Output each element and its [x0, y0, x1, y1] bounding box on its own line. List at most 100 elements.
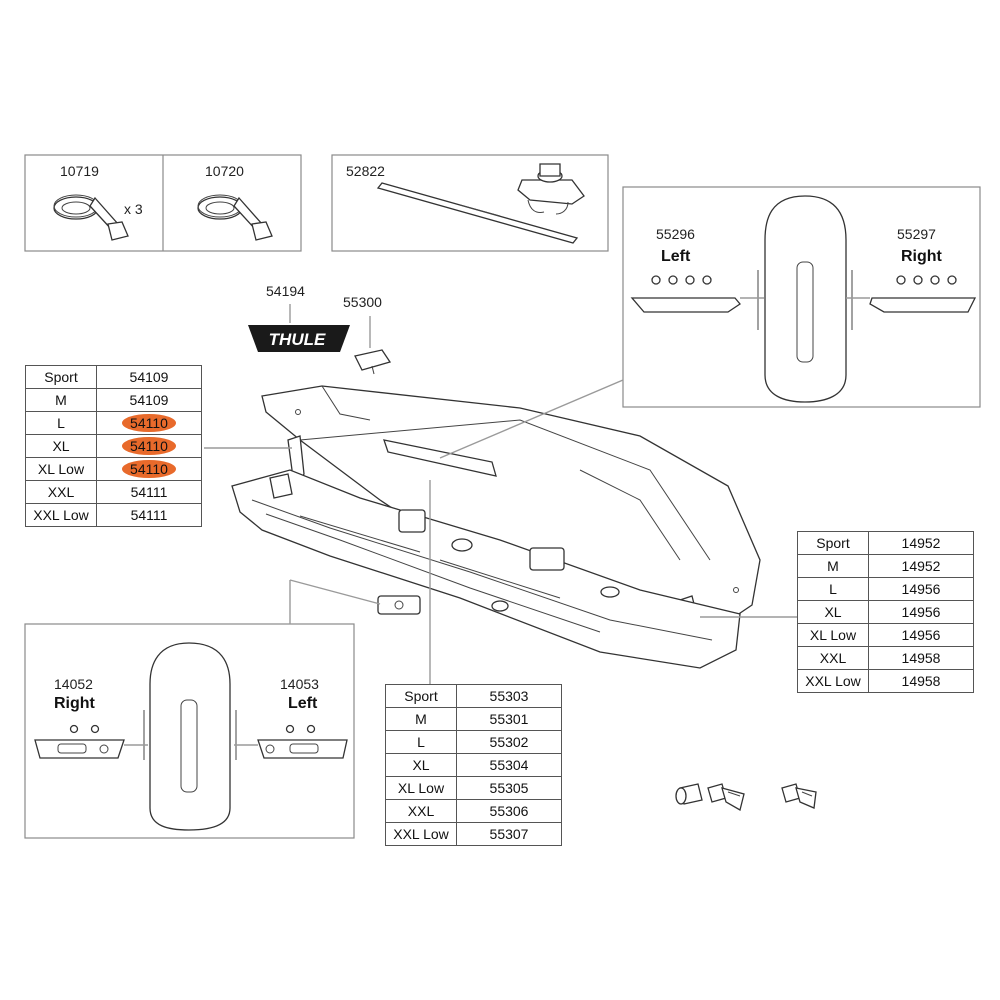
- clip-icon: [354, 349, 392, 375]
- size-cell: Sport: [385, 684, 457, 708]
- thule-logo-part: THULE: [248, 325, 350, 352]
- size-cell: XL Low: [25, 457, 97, 481]
- part-number-cell: 14958: [868, 669, 974, 693]
- size-cell: XL: [25, 434, 97, 458]
- parts-table-row: XL Low 54110: [25, 457, 202, 481]
- highlighted-part-number-cell: 54110: [96, 411, 202, 435]
- part-number-cell: 14956: [868, 623, 974, 647]
- spare-key-icon: [781, 783, 817, 809]
- size-cell: XXL: [25, 480, 97, 504]
- trim-right-side: Right: [901, 248, 943, 265]
- end-cap-right-icon: [34, 739, 148, 759]
- size-cell: XXL: [797, 646, 869, 670]
- part-number-cell: 55305: [456, 776, 562, 800]
- part-number-cell: 54111: [96, 480, 202, 504]
- end-cap-screws-right-icon: [69, 724, 100, 734]
- part-number-cell: 55307: [456, 822, 562, 846]
- size-cell: XL Low: [797, 623, 869, 647]
- strap-a-number: 10719: [60, 163, 99, 179]
- end-cap-left-icon: [234, 739, 348, 759]
- size-cell: XL: [797, 600, 869, 624]
- size-cell: M: [385, 707, 457, 731]
- trim-left-number: 55296: [656, 226, 695, 242]
- part-number-cell: 55301: [456, 707, 562, 731]
- part-number-cell: 14958: [868, 646, 974, 670]
- size-cell: XXL: [385, 799, 457, 823]
- end-cap-right-side: Right: [54, 695, 96, 712]
- screws-right-icon: [896, 275, 957, 285]
- highlight-marker: 54110: [122, 460, 176, 478]
- size-cell: L: [385, 730, 457, 754]
- part-number-cell: 14952: [868, 554, 974, 578]
- part-number-cell: 14952: [868, 531, 974, 555]
- strap-b-number: 10720: [205, 163, 244, 179]
- end-cap-screws-left-icon: [285, 724, 316, 734]
- part-number-cell: 55302: [456, 730, 562, 754]
- part-number-cell: 14956: [868, 600, 974, 624]
- trim-left-side: Left: [661, 248, 691, 265]
- thule-logo-text: THULE: [269, 330, 326, 349]
- roof-box-main-illustration: [231, 385, 761, 669]
- part-number-cell: 14956: [868, 577, 974, 601]
- top-inset-leader: [439, 379, 624, 459]
- highlight-marker: 54110: [122, 414, 176, 432]
- screws-left-icon: [651, 275, 712, 285]
- roof-box-top-view-icon: [757, 195, 853, 403]
- size-cell: M: [25, 388, 97, 412]
- trim-left-icon: [630, 297, 764, 313]
- logo-part-number: 54194: [266, 283, 305, 299]
- size-cell: L: [25, 411, 97, 435]
- endcap-inset-leader-2: [289, 579, 381, 605]
- size-cell: XXL Low: [797, 669, 869, 693]
- size-cell: XL: [385, 753, 457, 777]
- roof-box-bottom-view-icon: [143, 642, 237, 831]
- size-cell: XXL Low: [385, 822, 457, 846]
- end-cap-left-number: 14053: [280, 676, 319, 692]
- clip-part-number: 55300: [343, 294, 382, 310]
- lock-cylinder-icon: [675, 783, 703, 805]
- end-cap-right-number: 14052: [54, 676, 93, 692]
- mounting-rail-icon: [376, 182, 579, 244]
- part-number-cell: 55303: [456, 684, 562, 708]
- end-cap-left-side: Left: [288, 695, 318, 712]
- highlighted-part-number-cell: 54110: [96, 434, 202, 458]
- strap-a-icon: [53, 194, 129, 241]
- highlight-marker: 54110: [122, 437, 176, 455]
- part-number-cell: 54109: [96, 365, 202, 389]
- strap-quantity: x 3: [124, 201, 143, 217]
- trim-right-number: 55297: [897, 226, 936, 242]
- size-cell: L: [797, 577, 869, 601]
- parts-table-row: XL 54110: [25, 434, 202, 458]
- strap-b-icon: [197, 194, 273, 241]
- size-cell: XL Low: [385, 776, 457, 800]
- part-number-cell: 55304: [456, 753, 562, 777]
- part-number-cell: 55306: [456, 799, 562, 823]
- parts-table-row: L 54110: [25, 411, 202, 435]
- size-cell: Sport: [25, 365, 97, 389]
- key-icon: [707, 783, 745, 811]
- highlighted-part-number-cell: 54110: [96, 457, 202, 481]
- size-cell: XXL Low: [25, 503, 97, 527]
- size-cell: Sport: [797, 531, 869, 555]
